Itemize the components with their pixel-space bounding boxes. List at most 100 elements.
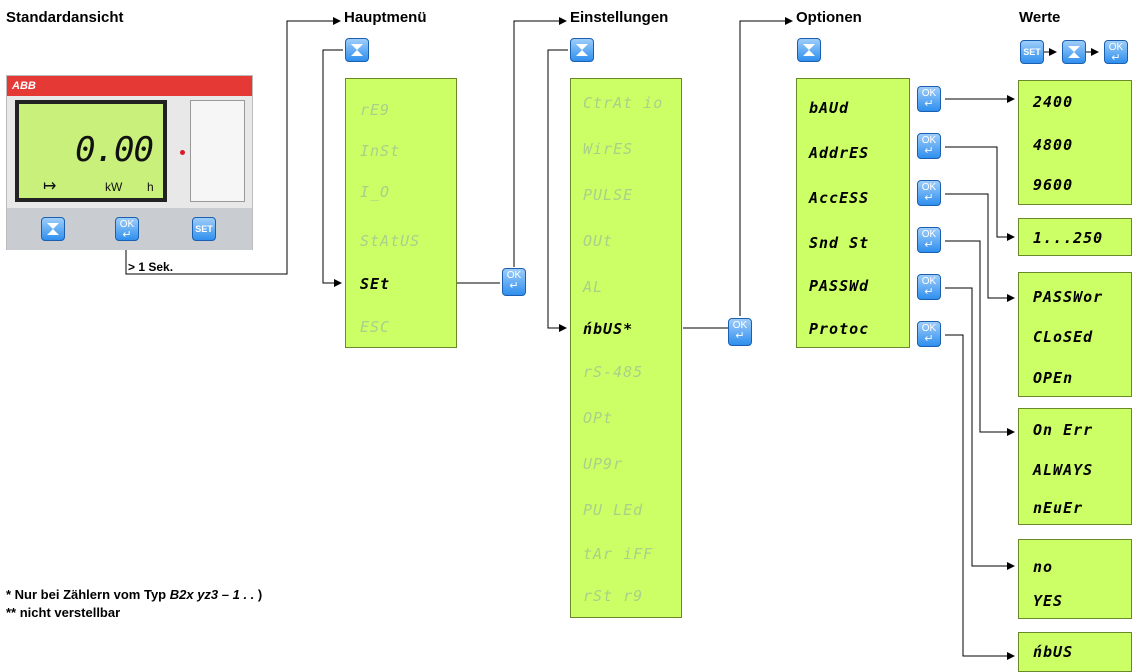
connector-ok-to-einstellungen [513, 17, 567, 267]
menu-item[interactable]: rS-485 [583, 363, 644, 381]
werte-ok-button[interactable]: OK ↵ [1104, 40, 1128, 64]
menu-item[interactable]: AL [583, 278, 604, 296]
down-icon [1068, 46, 1080, 58]
value-item[interactable]: OPEn [1033, 369, 1074, 387]
werte-set-button[interactable]: SET [1020, 40, 1044, 64]
hauptmenu-panel: rE9 InSt I_O StAtUS SEt ESC [345, 78, 457, 348]
value-item[interactable]: 1...250 [1033, 229, 1104, 247]
device-set-button[interactable]: SET [192, 217, 216, 241]
hauptmenu-down-button[interactable] [345, 38, 369, 62]
menu-item[interactable]: StAtUS [360, 232, 421, 250]
value-item[interactable]: ALWAYS [1033, 461, 1094, 479]
menu-item[interactable]: PU LEd [583, 501, 644, 519]
menu-item[interactable]: ESC [360, 318, 391, 336]
option-item-protocol[interactable]: Protoc [809, 320, 870, 338]
option-ok-button[interactable]: OK↵ [917, 180, 941, 206]
connector-address [945, 146, 1015, 241]
down-icon [576, 44, 588, 56]
value-item[interactable]: nEuEr [1033, 499, 1084, 517]
return-icon: ↵ [924, 145, 934, 157]
option-ok-button[interactable]: OK↵ [917, 86, 941, 112]
option-item-password[interactable]: PASSWd [809, 277, 870, 295]
return-icon: ↵ [924, 286, 934, 298]
connector-password [945, 287, 1015, 570]
ok-label: OK [921, 182, 937, 193]
werte-box-baud: 2400 4800 9600 [1018, 80, 1132, 205]
ok-label: OK [506, 270, 522, 281]
device-down-button[interactable] [41, 217, 65, 241]
menu-item[interactable]: rSt r9 [583, 587, 644, 605]
device-ok-button[interactable]: OK ↵ [115, 217, 139, 241]
option-ok-button[interactable]: OK↵ [917, 227, 941, 253]
value-item[interactable]: CLoSEd [1033, 328, 1094, 346]
werte-box-access: PASSWor CLoSEd OPEn [1018, 272, 1132, 397]
optionen-down-button[interactable] [797, 38, 821, 62]
menu-item[interactable]: rE9 [360, 101, 391, 119]
menu-item[interactable]: PULSE [583, 186, 634, 204]
einstellungen-down-button[interactable] [570, 38, 594, 62]
header-standardansicht: Standardansicht [6, 9, 124, 26]
option-ok-button[interactable]: OK↵ [917, 133, 941, 159]
return-icon: ↵ [924, 98, 934, 110]
connector-hauptmenu-select [322, 49, 343, 287]
value-item[interactable]: no [1033, 558, 1054, 576]
footnote-1: * Nur bei Zählern vom Typ B2x yz3 – 1 . … [6, 587, 262, 602]
return-icon: ↵ [509, 280, 519, 292]
menu-item[interactable]: I_O [360, 183, 391, 201]
value-item[interactable]: On Err [1033, 421, 1094, 439]
ok-label: OK [119, 219, 135, 230]
option-item-baud[interactable]: bAUd [809, 99, 850, 117]
value-item[interactable]: 4800 [1033, 136, 1074, 154]
connector-access [945, 193, 1015, 302]
value-item[interactable]: 9600 [1033, 176, 1074, 194]
display-arrow-icon: ↦ [43, 178, 57, 195]
display-indicator-dot [180, 150, 185, 155]
ok-label: OK [921, 276, 937, 287]
display-unit-suffix: h [147, 180, 154, 194]
return-icon: ↵ [1111, 52, 1121, 64]
down-icon [803, 44, 815, 56]
display-unit: kW [105, 180, 123, 194]
value-item[interactable]: PASSWor [1033, 288, 1104, 306]
werte-box-protocol: ńbUS [1018, 632, 1132, 672]
hauptmenu-ok-button[interactable]: OK ↵ [502, 268, 526, 296]
meter-device: ABB 0.00 ↦ kW h OK ↵ SET [6, 75, 253, 250]
option-ok-button[interactable]: OK↵ [917, 321, 941, 347]
option-item-address[interactable]: AddrES [809, 144, 870, 162]
menu-item[interactable]: tAr iFF [583, 545, 654, 563]
value-item[interactable]: YES [1033, 592, 1064, 610]
menu-item-selected[interactable]: SEt [360, 275, 391, 293]
header-werte: Werte [1019, 9, 1061, 26]
header-hauptmenu: Hauptmenü [344, 9, 427, 26]
down-icon [351, 44, 363, 56]
menu-item[interactable]: WirES [583, 140, 634, 158]
menu-item-selected[interactable]: ńbUS* [583, 320, 634, 338]
menu-item[interactable]: OUt [583, 232, 614, 250]
display-reading: 0.00 [75, 130, 154, 170]
value-item[interactable]: ńbUS [1033, 643, 1074, 661]
header-optionen: Optionen [796, 9, 862, 26]
ok-label: OK [921, 229, 937, 240]
return-icon: ↵ [924, 333, 934, 345]
menu-item[interactable]: CtrAt io [583, 94, 664, 112]
einstellungen-ok-button[interactable]: OK ↵ [728, 318, 752, 346]
footnote-1-prefix: * Nur bei Zählern vom Typ [6, 587, 170, 602]
value-item[interactable]: 2400 [1033, 93, 1074, 111]
ok-label: OK [921, 88, 937, 99]
ok-label: OK [921, 135, 937, 146]
option-ok-button[interactable]: OK↵ [917, 274, 941, 300]
werte-down-button[interactable] [1062, 40, 1086, 64]
menu-item[interactable]: OPt [583, 409, 614, 427]
return-icon: ↵ [924, 239, 934, 251]
menu-item[interactable]: InSt [360, 142, 401, 160]
optionen-panel: bAUd AddrES AccESS Snd St PASSWd Protoc [796, 78, 910, 348]
option-item-access[interactable]: AccESS [809, 189, 870, 207]
footnote-1-type: B2x yz3 – 1 . . [169, 587, 255, 602]
menu-item[interactable]: UP9r [583, 455, 624, 473]
return-icon: ↵ [122, 229, 132, 241]
option-item-send-status[interactable]: Snd St [809, 234, 870, 252]
brand-logo: ABB [12, 80, 36, 92]
press-duration-label: > 1 Sek. [128, 260, 174, 274]
ok-label: OK [1108, 42, 1124, 53]
